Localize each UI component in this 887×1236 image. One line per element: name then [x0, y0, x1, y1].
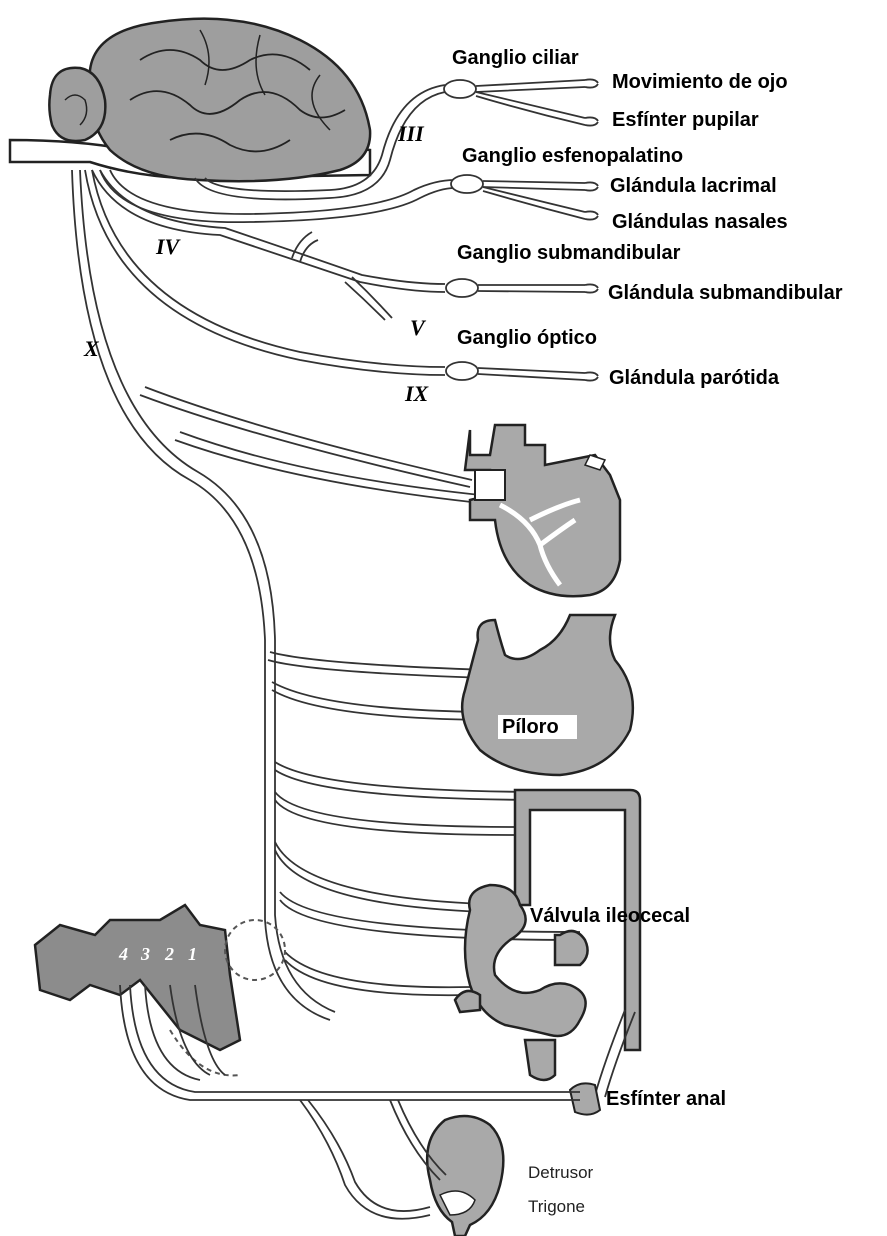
nerve-X-label: X	[84, 338, 99, 360]
lacrimal-gland-label: Glándula lacrimal	[610, 176, 777, 196]
sacral-segment-4: 4	[119, 945, 128, 963]
pupillary-sphincter-label: Esfínter pupilar	[612, 110, 759, 130]
nerve-IX-label: IX	[405, 383, 428, 405]
sphenopalatine-ganglion-label: Ganglio esfenopalatino	[462, 146, 683, 166]
sphenopalatine-ganglion	[451, 175, 483, 193]
nerve-V-label: V	[410, 317, 425, 339]
submandibular-ganglion	[446, 279, 478, 297]
parotid-gland-label: Glándula parótida	[609, 368, 779, 388]
pylorus-label: Píloro	[498, 715, 577, 739]
intestine	[455, 790, 640, 1080]
anal-sphincter-label: Esfínter anal	[606, 1089, 726, 1109]
brain	[10, 19, 370, 182]
sacral-segment-2: 2	[165, 945, 174, 963]
eye-movement-label: Movimiento de ojo	[612, 72, 788, 92]
trigone-label: Trigone	[528, 1198, 585, 1215]
nerve-IV-label: IV	[156, 236, 179, 258]
submandibular-gland-label: Glándula submandibular	[608, 283, 842, 303]
anal-sphincter	[570, 1083, 600, 1114]
otic-ganglion-label: Ganglio óptico	[457, 328, 597, 348]
ciliary-ganglion-label: Ganglio ciliar	[452, 48, 579, 68]
nerve-III-label: III	[398, 123, 424, 145]
bladder	[427, 1116, 503, 1236]
sacral-segment-3: 3	[141, 945, 150, 963]
ileocecal-valve-label: Válvula ileocecal	[530, 906, 690, 926]
detrusor-label: Detrusor	[528, 1164, 593, 1181]
submandibular-ganglion-label: Ganglio submandibular	[457, 243, 680, 263]
ciliary-ganglion	[444, 80, 476, 98]
stomach	[462, 615, 633, 775]
nasal-glands-label: Glándulas nasales	[612, 212, 788, 232]
otic-ganglion	[446, 362, 478, 380]
sacral-segment-1: 1	[188, 945, 197, 963]
cerebellum	[49, 68, 105, 141]
heart	[465, 425, 620, 596]
